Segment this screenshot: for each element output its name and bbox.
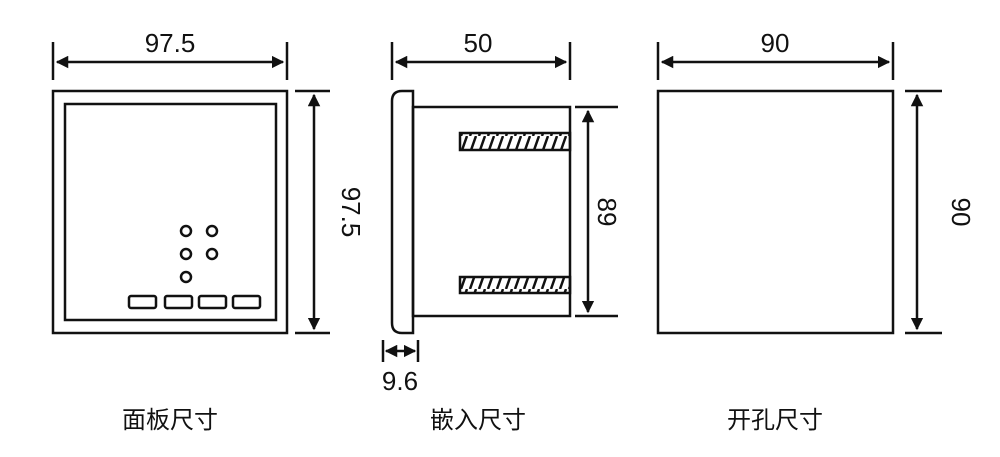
front-width-label: 97.5 — [145, 28, 196, 58]
front-panel-caption: 面板尺寸 — [122, 406, 218, 434]
embed-height-label: 89 — [592, 198, 622, 227]
housing-body — [411, 105, 572, 318]
mounting-clip-top — [458, 131, 572, 152]
cutout-width-label: 90 — [761, 28, 790, 58]
mounting-clip-bottom — [458, 275, 572, 295]
cutout-view — [656, 42, 942, 335]
front-panel-outer — [51, 89, 289, 335]
cutout-height-label: 90 — [946, 198, 976, 227]
embed-caption: 嵌入尺寸 — [430, 406, 526, 434]
embed-side-view — [381, 42, 618, 362]
front-height-label: 97.5 — [336, 187, 366, 238]
indicator-leds — [179, 224, 219, 284]
front-panel-inner — [63, 102, 278, 322]
front-panel-view — [51, 42, 330, 335]
embed-depth-label: 50 — [464, 28, 493, 58]
cutout-caption: 开孔尺寸 — [727, 406, 823, 434]
panel-buttons — [127, 294, 262, 310]
cutout-rect — [656, 89, 895, 335]
bezel-depth-label: 9.6 — [382, 366, 418, 396]
bezel — [390, 89, 415, 335]
